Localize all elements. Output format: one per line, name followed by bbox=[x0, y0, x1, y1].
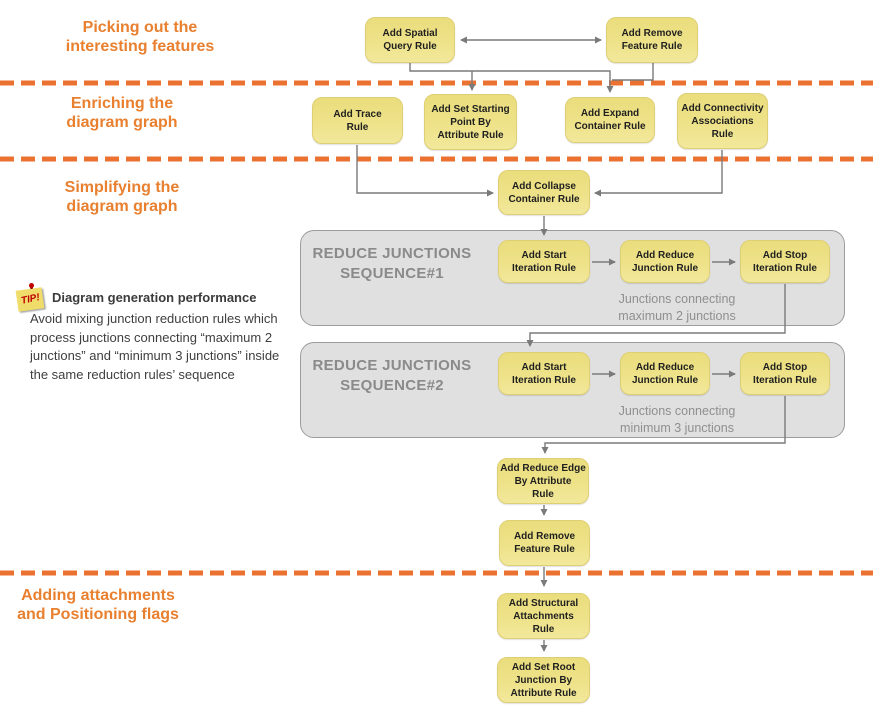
section-heading-attachments-flags: Adding attachments and Positioning flags bbox=[17, 587, 179, 623]
section-heading-picking-features: Picking out the interesting features bbox=[65, 19, 215, 55]
section-heading-enriching-graph: Enriching the diagram graph bbox=[66, 95, 178, 131]
pin-icon bbox=[29, 283, 34, 288]
sequence-2-title: REDUCE JUNCTIONS SEQUENCE#2 bbox=[312, 357, 472, 394]
rule-box-add-reduce-edge-by-attribute: Add Reduce Edge By Attribute Rule bbox=[497, 458, 589, 504]
sequence-1-title: REDUCE JUNCTIONS SEQUENCE#1 bbox=[312, 245, 472, 282]
rule-box-seq1-add-start-iteration: Add Start Iteration Rule bbox=[498, 240, 590, 283]
tip-title: Diagram generation performance bbox=[52, 290, 257, 305]
rule-box-add-connectivity-associations: Add Connectivity Associations Rule bbox=[677, 93, 768, 149]
connector-connectivity-to-collapse bbox=[594, 150, 723, 197]
connector-spatial-to-expand bbox=[409, 63, 614, 93]
rule-box-add-structural-attachments: Add Structural Attachments Rule bbox=[497, 593, 590, 639]
rule-box-add-set-starting-point: Add Set Starting Point By Attribute Rule bbox=[424, 94, 517, 150]
rule-box-add-collapse-container: Add Collapse Container Rule bbox=[498, 170, 590, 215]
rule-box-add-expand-container: Add Expand Container Rule bbox=[565, 97, 655, 143]
rule-box-add-spatial-query: Add Spatial Query Rule bbox=[365, 17, 455, 63]
tip-body: Avoid mixing junction reduction rules wh… bbox=[30, 311, 280, 382]
rule-box-seq1-add-stop-iteration: Add Stop Iteration Rule bbox=[740, 240, 830, 283]
rule-box-add-set-root-junction: Add Set Root Junction By Attribute Rule bbox=[497, 657, 590, 703]
tip-sticky-note-icon: TIP! bbox=[15, 283, 46, 314]
rule-box-add-remove-feature-top: Add Remove Feature Rule bbox=[606, 17, 698, 63]
rule-box-seq2-add-reduce-junction: Add Reduce Junction Rule bbox=[620, 352, 710, 395]
sequence-2-caption: Junctions connecting minimum 3 junctions bbox=[618, 404, 736, 435]
rule-box-add-remove-feature-bottom: Add Remove Feature Rule bbox=[499, 520, 590, 566]
rule-box-seq2-add-stop-iteration: Add Stop Iteration Rule bbox=[740, 352, 830, 395]
sequence-1-caption: Junctions connecting maximum 2 junctions bbox=[618, 292, 736, 323]
rule-box-seq1-add-reduce-junction: Add Reduce Junction Rule bbox=[620, 240, 710, 283]
rule-box-add-trace: Add Trace Rule bbox=[312, 97, 403, 144]
connector-trace-to-collapse bbox=[356, 145, 494, 197]
section-heading-simplifying-graph: Simplifying the diagram graph bbox=[64, 179, 180, 215]
connector-remove-to-expand bbox=[612, 63, 654, 81]
tip-icon-label: TIP! bbox=[19, 292, 41, 307]
rule-box-seq2-add-start-iteration: Add Start Iteration Rule bbox=[498, 352, 590, 395]
